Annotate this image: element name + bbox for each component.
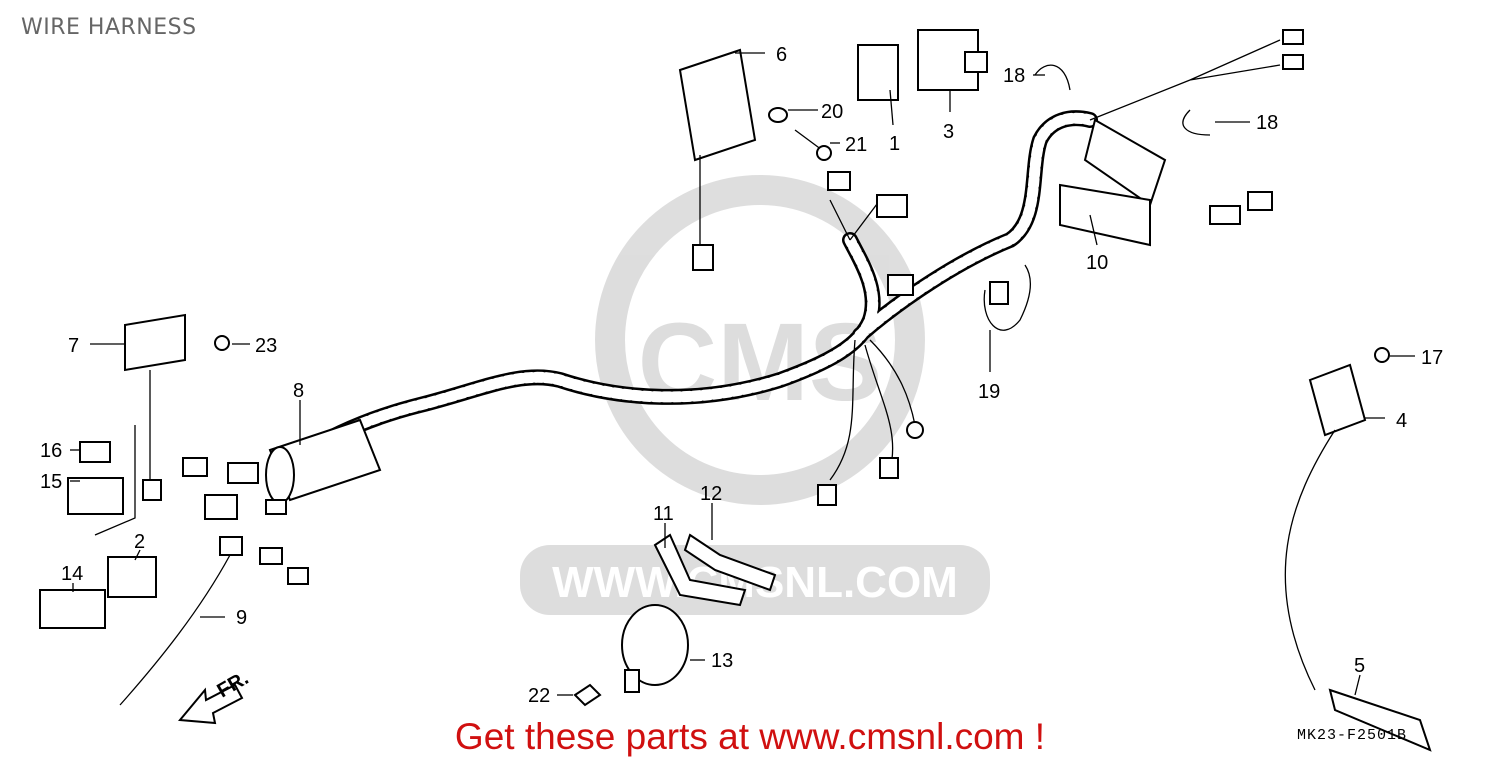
part-labels: 6 20 21 1 3 18 18 10 19 17 4 5 7 23 8 16… <box>40 44 1443 707</box>
main-wire-harness <box>292 29 1304 506</box>
label-12: 12 <box>700 483 722 505</box>
label-9: 9 <box>236 607 247 629</box>
leader-lines <box>70 52 1415 696</box>
label-4: 4 <box>1396 410 1407 432</box>
label-19: 19 <box>978 381 1000 403</box>
front-direction-arrow: FR. <box>178 667 252 725</box>
label-16: 16 <box>40 440 62 462</box>
bracket-and-horn <box>573 533 777 707</box>
page-title: WIRE HARNESS <box>21 15 197 40</box>
label-13: 13 <box>711 650 733 672</box>
label-23: 23 <box>255 335 277 357</box>
promo-link[interactable]: Get these parts at www.cmsnl.com ! <box>454 716 1046 757</box>
label-3: 3 <box>943 121 954 143</box>
label-21: 21 <box>845 134 867 156</box>
label-20: 20 <box>821 101 843 123</box>
label-7: 7 <box>68 335 79 357</box>
left-components <box>39 313 243 706</box>
label-22: 22 <box>528 685 550 707</box>
part-8-sleeve <box>182 418 382 585</box>
label-1: 1 <box>889 133 900 155</box>
label-10: 10 <box>1086 252 1108 274</box>
watermark-brand: CMS <box>638 301 882 424</box>
right-components <box>983 64 1432 752</box>
label-6: 6 <box>776 44 787 66</box>
watermark: CMS WWW.CMSNL.COM <box>520 175 990 615</box>
part-10-sleeve <box>1059 118 1273 247</box>
diagram-code: MK23-F2501B <box>1297 727 1408 744</box>
label-15: 15 <box>40 471 62 493</box>
label-5: 5 <box>1354 655 1365 677</box>
label-8: 8 <box>293 380 304 402</box>
label-11: 11 <box>653 503 674 525</box>
label-18-top: 18 <box>1003 65 1025 87</box>
label-14: 14 <box>61 563 83 585</box>
label-17: 17 <box>1421 347 1443 369</box>
label-2: 2 <box>134 531 145 553</box>
upper-components <box>678 29 988 271</box>
label-18-right: 18 <box>1256 112 1278 134</box>
